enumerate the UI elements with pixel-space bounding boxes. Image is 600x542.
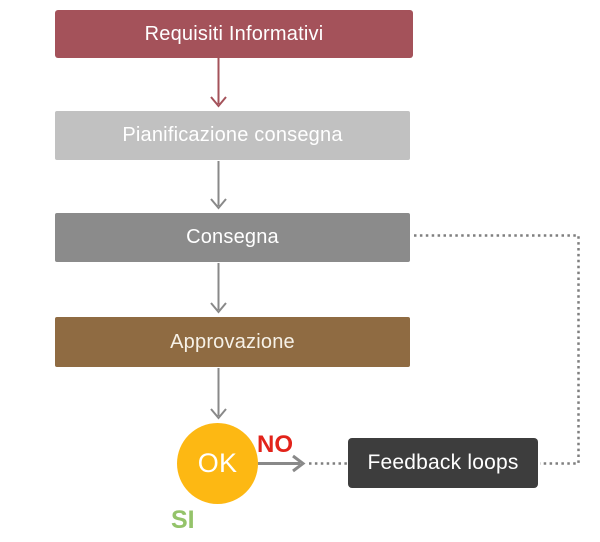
node-ok-decision: OK — [177, 423, 258, 504]
node-label: Approvazione — [170, 330, 295, 353]
arrow-down-gray-icon — [210, 263, 227, 314]
dotted-feedback-loop — [414, 234, 580, 465]
node-feedback-loops: Feedback loops — [348, 438, 538, 488]
node-requisiti-informativi: Requisiti Informativi — [55, 10, 413, 58]
node-label: Consegna — [186, 226, 279, 248]
node-approvazione: Approvazione — [55, 317, 410, 367]
node-label: Requisiti Informativi — [144, 22, 324, 45]
decision-label-no: NO — [257, 431, 293, 458]
decision-label-si: SI — [171, 506, 195, 534]
node-label: OK — [197, 448, 238, 478]
arrow-down-gray-icon — [210, 368, 227, 420]
node-pianificazione-consegna: Pianificazione consegna — [55, 111, 410, 160]
arrow-down-red-icon — [210, 58, 227, 108]
arrow-down-gray-icon — [210, 161, 227, 210]
node-consegna: Consegna — [55, 213, 410, 262]
node-label: Feedback loops — [367, 451, 519, 474]
node-label: Pianificazione consegna — [122, 124, 343, 146]
